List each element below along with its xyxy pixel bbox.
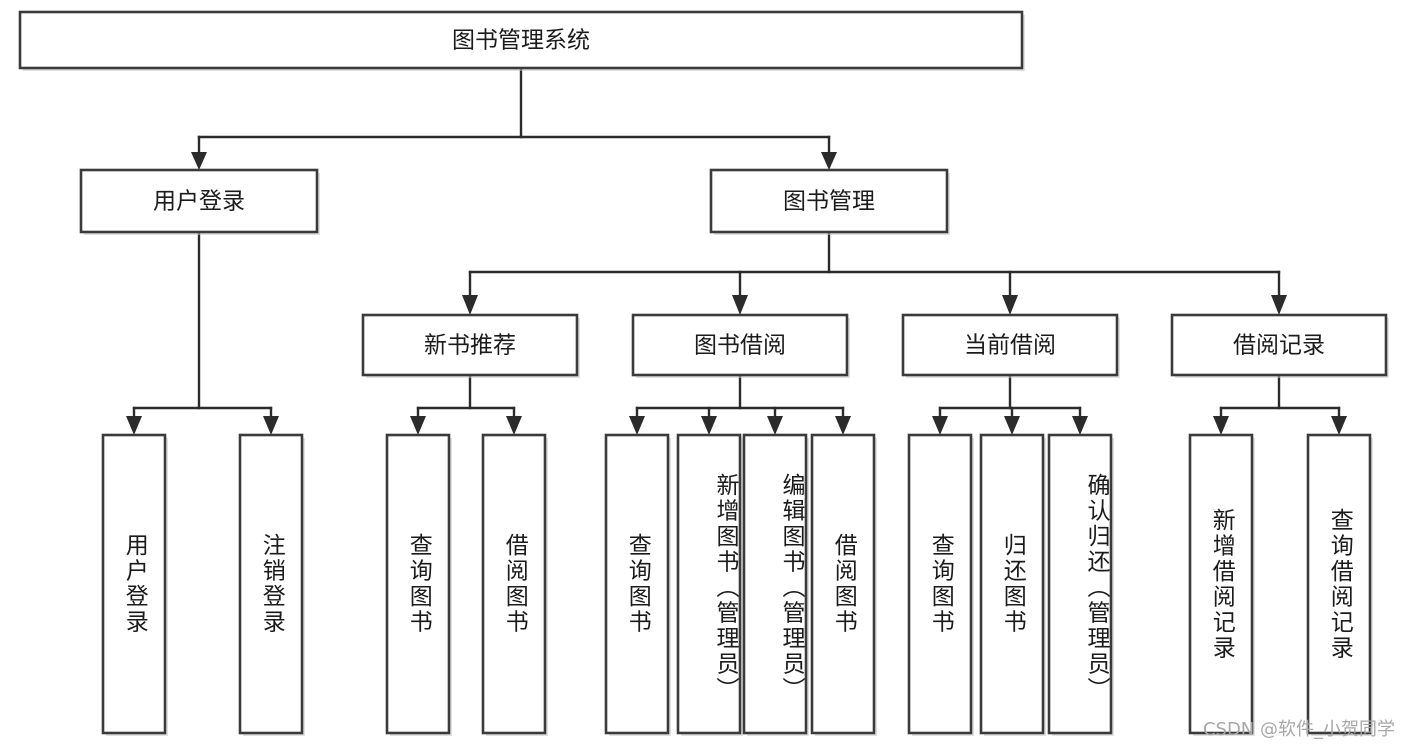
node-box-leaf-borrow-book-1[interactable] [481, 433, 547, 735]
node-box-leaf-query-book-3[interactable] [907, 433, 973, 735]
arrow-head-leaf-logout [263, 416, 279, 435]
node-box-leaf-query-book-2[interactable] [604, 433, 670, 735]
node-layer: 图书管理系统 用户登录 图书管理 新书推荐 图书借阅 当前借阅 借阅记录 [18, 10, 1389, 736]
arrow-head-book-manage [821, 152, 837, 170]
arrow-head-leaf-query-record [1331, 416, 1347, 435]
arrow-head-new-book-recommend [462, 295, 478, 315]
node-label-book-manage: 图书管理 [783, 189, 875, 215]
arrow-head-leaf-return-book [1004, 416, 1020, 435]
connector-layer [126, 66, 1347, 435]
arrow-head-leaf-add-book [701, 416, 717, 435]
arrow-head-user-login [191, 152, 207, 170]
arrow-head-leaf-edit-book [767, 416, 783, 435]
node-box-user-login[interactable] [79, 168, 319, 234]
node-box-leaf-confirm-return[interactable] [1047, 433, 1113, 735]
arrow-head-leaf-user-login [126, 416, 142, 435]
node-label-current-borrow: 当前借阅 [964, 333, 1056, 359]
arrow-head-leaf-query-book-3 [932, 416, 948, 435]
node-box-current-borrow[interactable] [901, 313, 1119, 377]
node-box-leaf-user-login[interactable] [101, 433, 167, 735]
node-box-root[interactable] [18, 10, 1024, 70]
node-label-borrow-record: 借阅记录 [1233, 333, 1325, 359]
node-box-new-book-recommend[interactable] [361, 313, 579, 377]
node-box-leaf-borrow-book-2[interactable] [810, 433, 876, 735]
arrow-head-leaf-borrow-book-1 [506, 416, 522, 435]
arrow-head-leaf-borrow-book-2 [835, 416, 851, 435]
watermark-text: CSDN @软件_小贺同学 [1202, 719, 1395, 740]
node-box-leaf-edit-book[interactable] [742, 433, 808, 735]
arrow-head-book-borrow [732, 295, 748, 315]
arrow-head-leaf-add-record [1213, 416, 1229, 435]
node-box-book-manage[interactable] [709, 168, 949, 234]
node-box-leaf-add-record[interactable] [1188, 433, 1254, 735]
arrow-head-borrow-record [1271, 295, 1287, 315]
node-label-user-login: 用户登录 [153, 189, 245, 215]
node-box-leaf-add-book[interactable] [676, 433, 742, 735]
arrow-head-leaf-confirm-return [1072, 416, 1088, 435]
arrow-head-leaf-query-book-1 [410, 416, 426, 435]
node-box-leaf-query-record[interactable] [1306, 433, 1372, 735]
node-box-leaf-logout[interactable] [238, 433, 304, 735]
arrow-head-leaf-query-book-2 [629, 416, 645, 435]
arrow-head-current-borrow [1002, 295, 1018, 315]
node-label-book-borrow: 图书借阅 [694, 333, 786, 359]
node-label-new-book-recommend: 新书推荐 [424, 333, 516, 359]
node-box-book-borrow[interactable] [631, 313, 849, 377]
node-label-root: 图书管理系统 [452, 28, 590, 54]
node-box-leaf-query-book-1[interactable] [385, 433, 451, 735]
node-box-leaf-return-book[interactable] [979, 433, 1045, 735]
node-box-borrow-record[interactable] [1170, 313, 1388, 377]
